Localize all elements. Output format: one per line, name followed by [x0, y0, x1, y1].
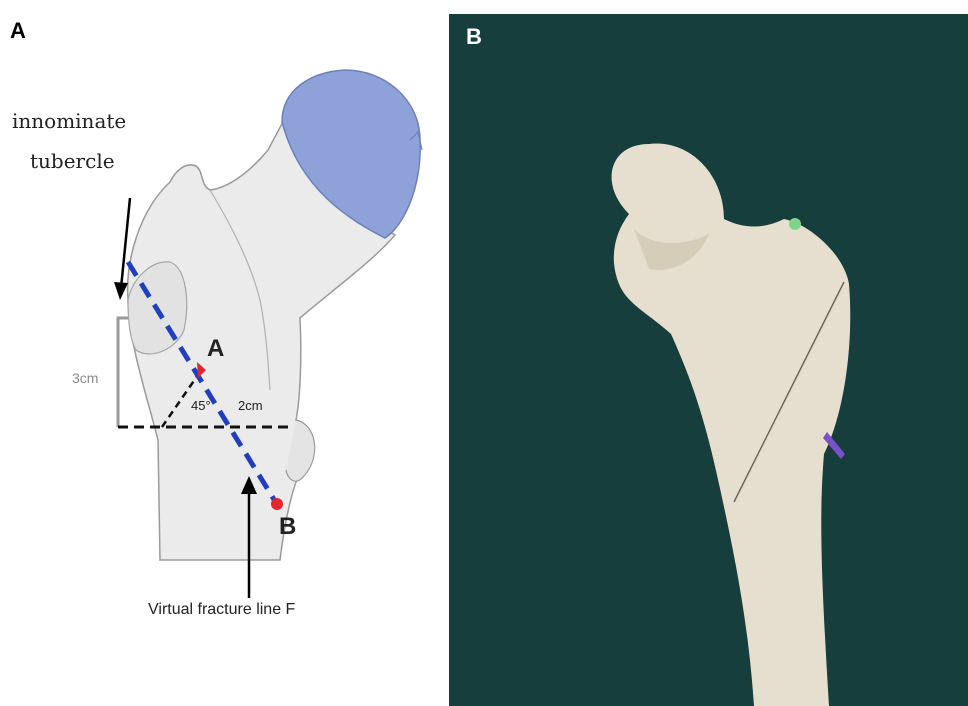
panel-b-photo	[449, 14, 968, 706]
marker-b	[271, 498, 283, 510]
length-label: 2cm	[238, 398, 263, 413]
innominate-label-line1: innominate	[12, 109, 126, 133]
distance-bracket	[118, 318, 128, 427]
distance-label: 3cm	[72, 370, 98, 386]
panel-b-letter: B	[466, 24, 482, 50]
angle-label: 45°	[191, 398, 211, 413]
point-a-label: A	[207, 335, 224, 362]
bone-model-photo	[449, 14, 968, 706]
bone-model	[612, 144, 851, 706]
green-pin	[789, 218, 801, 230]
arrow-innominate-head	[114, 282, 128, 300]
point-b-label: B	[279, 513, 296, 540]
innominate-label-line2: tubercle	[30, 149, 115, 173]
panel-a-diagram: innominate tubercle 3cm A B 45° 2cm Virt…	[0, 0, 440, 706]
fracture-line-label: Virtual fracture line F	[148, 601, 296, 618]
